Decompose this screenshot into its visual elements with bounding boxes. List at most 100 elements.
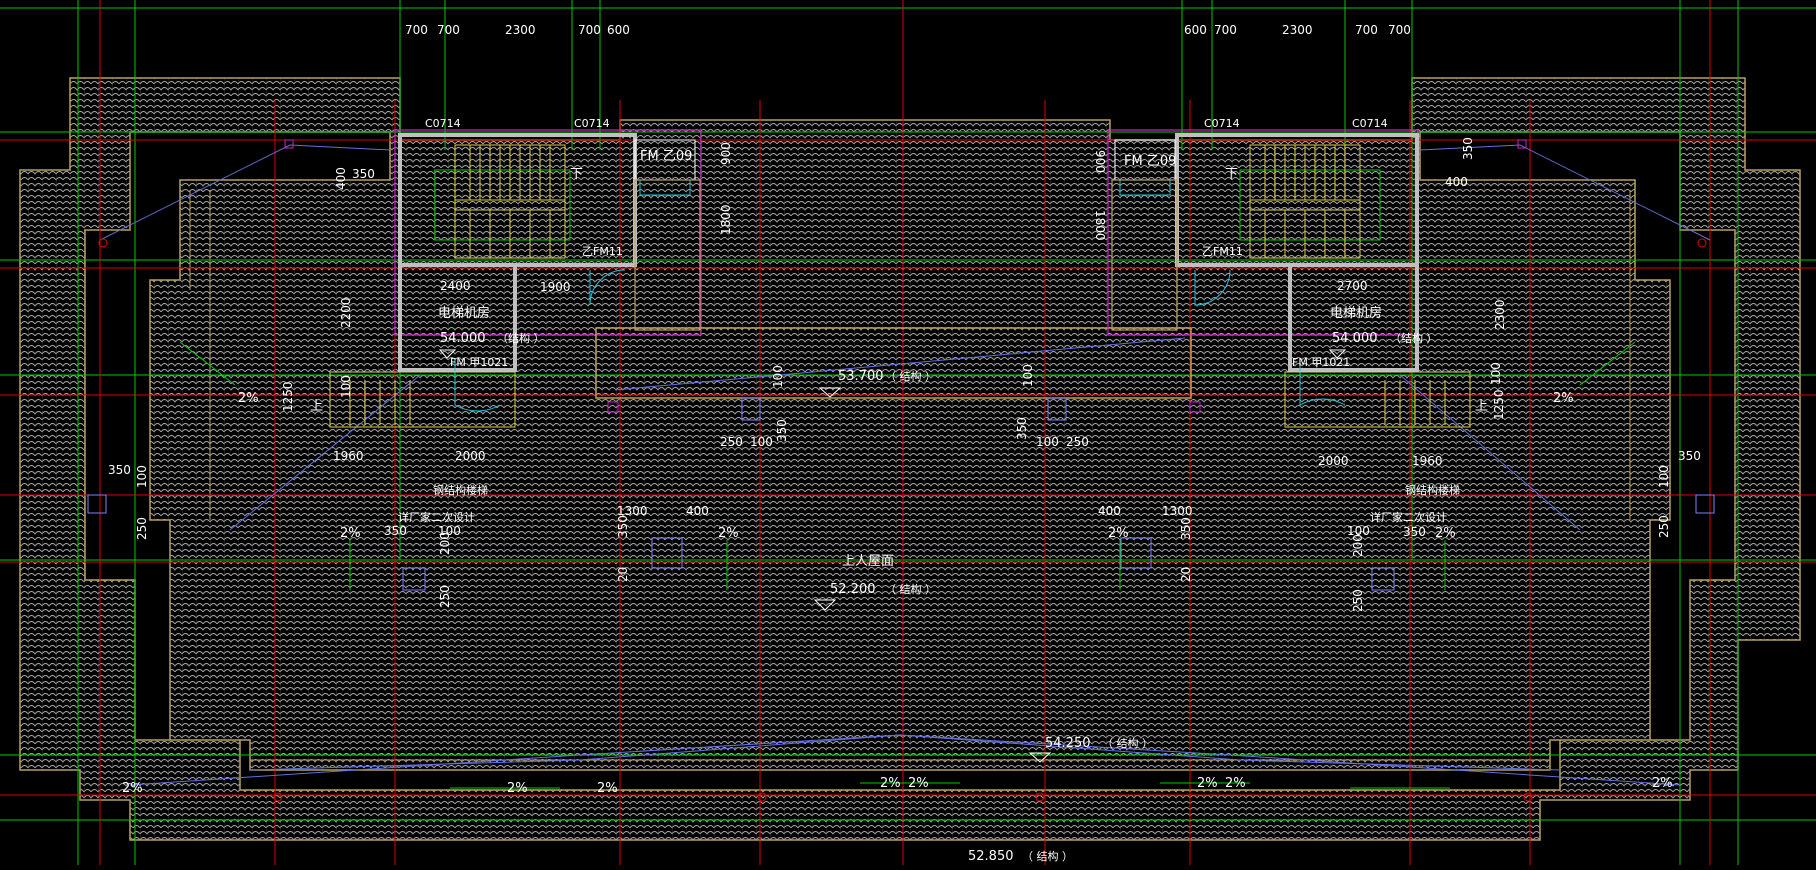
- slope-5: 2%: [1108, 526, 1129, 541]
- dim-1960-left: 1960: [333, 449, 364, 463]
- roof-label: 上人屋面: [842, 554, 894, 569]
- dim-tr-3: 2300: [1282, 23, 1313, 37]
- slope-8: 2%: [507, 781, 528, 796]
- slope-10: 2%: [880, 776, 901, 791]
- dim-1960-right: 1960: [1412, 454, 1443, 468]
- dim-2300-right: 2300: [1493, 299, 1507, 330]
- dim-20-cl: 20: [616, 567, 630, 582]
- dim-100-cl: 100: [750, 435, 773, 449]
- dim-100-ll: 100: [438, 524, 461, 538]
- slope-11: 2%: [908, 776, 929, 791]
- dim-250-l: 250: [135, 517, 149, 540]
- door-fm-j1021-left: FM 甲1021: [450, 356, 508, 369]
- roof-elevation-bottom: 52.850: [968, 849, 1014, 864]
- dim-900-right: 900: [1093, 150, 1107, 173]
- dim-tr-5: 700: [1388, 23, 1411, 37]
- roof-elevation-ridge: 54.250: [1045, 736, 1091, 751]
- stair-up-left: 上: [310, 399, 323, 414]
- misc-dimensions: 350 400 1900 1960 2000 2000 1960 1300 40…: [108, 167, 1701, 539]
- note-vendor-left: 详厂家二次设计: [398, 510, 475, 524]
- roof-elevation-mid: 53.700: [838, 369, 884, 384]
- left-stair-core: [284, 129, 1192, 428]
- dim-250-ll: 250: [438, 585, 452, 608]
- slope-2: 2%: [1553, 391, 1574, 406]
- dim-tr-2: 700: [1214, 23, 1237, 37]
- elevator-left-note: （结构 ）: [497, 331, 545, 345]
- window-label-3: C0714: [1204, 117, 1240, 130]
- roof-elevation-ridge-note: （ 结构 ）: [1102, 736, 1153, 750]
- stair-up-right: 上: [1475, 399, 1488, 414]
- dim-250-cr: 250: [1066, 435, 1089, 449]
- door-fm-z09-left: FM 乙09: [640, 149, 692, 164]
- dim-tl-4: 700: [578, 23, 601, 37]
- slope-6: 2%: [1435, 526, 1456, 541]
- dim-100-stair-l: 100: [339, 375, 353, 398]
- roof-drains: [87, 238, 1715, 802]
- dim-400-tl: 400: [334, 167, 348, 190]
- slope-labels: 2% 2% 2% 2% 2% 2% 2% 2% 2% 2% 2% 2% 2% 2…: [122, 391, 1673, 796]
- dim-100-stair-r: 100: [1489, 362, 1503, 385]
- elevator-left-name: 电梯机房: [438, 305, 490, 321]
- door-zfm11-right: 乙FM11: [1202, 245, 1243, 258]
- elevator-right-note: （结构 ）: [1390, 331, 1438, 345]
- dimension-top-left: 700 700 2300 700 600: [405, 23, 630, 37]
- dim-350-mid-r: 350: [1015, 417, 1029, 440]
- dim-100-rr: 100: [1347, 524, 1370, 538]
- dim-tl-5: 600: [607, 23, 630, 37]
- dim-250-rr: 250: [1351, 589, 1365, 612]
- dim-tl-2: 700: [437, 23, 460, 37]
- dim-100-mid-l: 100: [771, 365, 785, 388]
- note-steel-stair-right: 钢结构楼梯: [1405, 483, 1460, 497]
- dim-250-cl: 250: [720, 435, 743, 449]
- elevator-left-elevation: 54.000: [440, 331, 486, 346]
- slope-12: 2%: [1197, 776, 1218, 791]
- slope-4: 2%: [718, 526, 739, 541]
- window-label-1: C0714: [425, 117, 461, 130]
- dim-350-mid-l: 350: [775, 419, 789, 442]
- door-fm-z09-right: FM 乙09: [1124, 154, 1176, 169]
- dim-100-l: 100: [135, 465, 149, 488]
- roof-tile-band: [19, 77, 1801, 841]
- window-label-2: C0714: [574, 117, 610, 130]
- note-steel-stair-left: 钢结构楼梯: [433, 483, 488, 497]
- slope-7: 2%: [122, 781, 143, 796]
- dim-2000-left: 2000: [455, 449, 486, 463]
- dim-1800-right: 1800: [1093, 210, 1107, 241]
- elevator-right-name: 电梯机房: [1330, 305, 1382, 321]
- door-fm-j1021-right: FM 甲1021: [1292, 356, 1350, 369]
- dim-350-cr: 350: [1179, 517, 1193, 540]
- dim-200-l: 200: [438, 532, 452, 555]
- right-stair-core: [1107, 129, 1527, 428]
- dim-350-rr: 350: [1403, 525, 1426, 539]
- roof-elevation-bottom-note: （ 结构 ）: [1022, 849, 1073, 863]
- dim-100-mid-r: 100: [1021, 364, 1035, 387]
- dim-tl-3: 2300: [505, 23, 536, 37]
- elevation-markers: [438, 349, 1347, 763]
- dim-200-r: 200: [1351, 534, 1365, 557]
- roof-elevation-mid-note: （ 结构 ）: [885, 369, 936, 383]
- elevator-left-width: 2400: [440, 279, 471, 293]
- dim-1300-right: 1300: [1162, 504, 1193, 518]
- slope-9: 2%: [597, 781, 618, 796]
- slope-arrows: [179, 341, 1636, 789]
- dim-2000-right: 2000: [1318, 454, 1349, 468]
- dim-1250-right: 1250: [1492, 389, 1506, 420]
- dim-400-right: 400: [1098, 504, 1121, 518]
- dim-100-r: 100: [1657, 465, 1671, 488]
- dim-1250-left: 1250: [281, 381, 295, 412]
- stair-down-left: 下: [570, 167, 583, 182]
- door-zfm11-left: 乙FM11: [582, 245, 623, 258]
- dim-2200-left: 2200: [339, 297, 353, 328]
- dim-250-r: 250: [1657, 515, 1671, 538]
- stair-down-right: 下: [1225, 167, 1238, 182]
- dim-350-tl: 350: [352, 167, 375, 181]
- dim-100-cr: 100: [1036, 435, 1059, 449]
- dim-900-left: 900: [719, 142, 733, 165]
- window-label-4: C0714: [1352, 117, 1388, 130]
- dim-1300-left: 1300: [617, 504, 648, 518]
- dim-350-cl: 350: [616, 515, 630, 538]
- elevator-right-elevation: 54.000: [1332, 331, 1378, 346]
